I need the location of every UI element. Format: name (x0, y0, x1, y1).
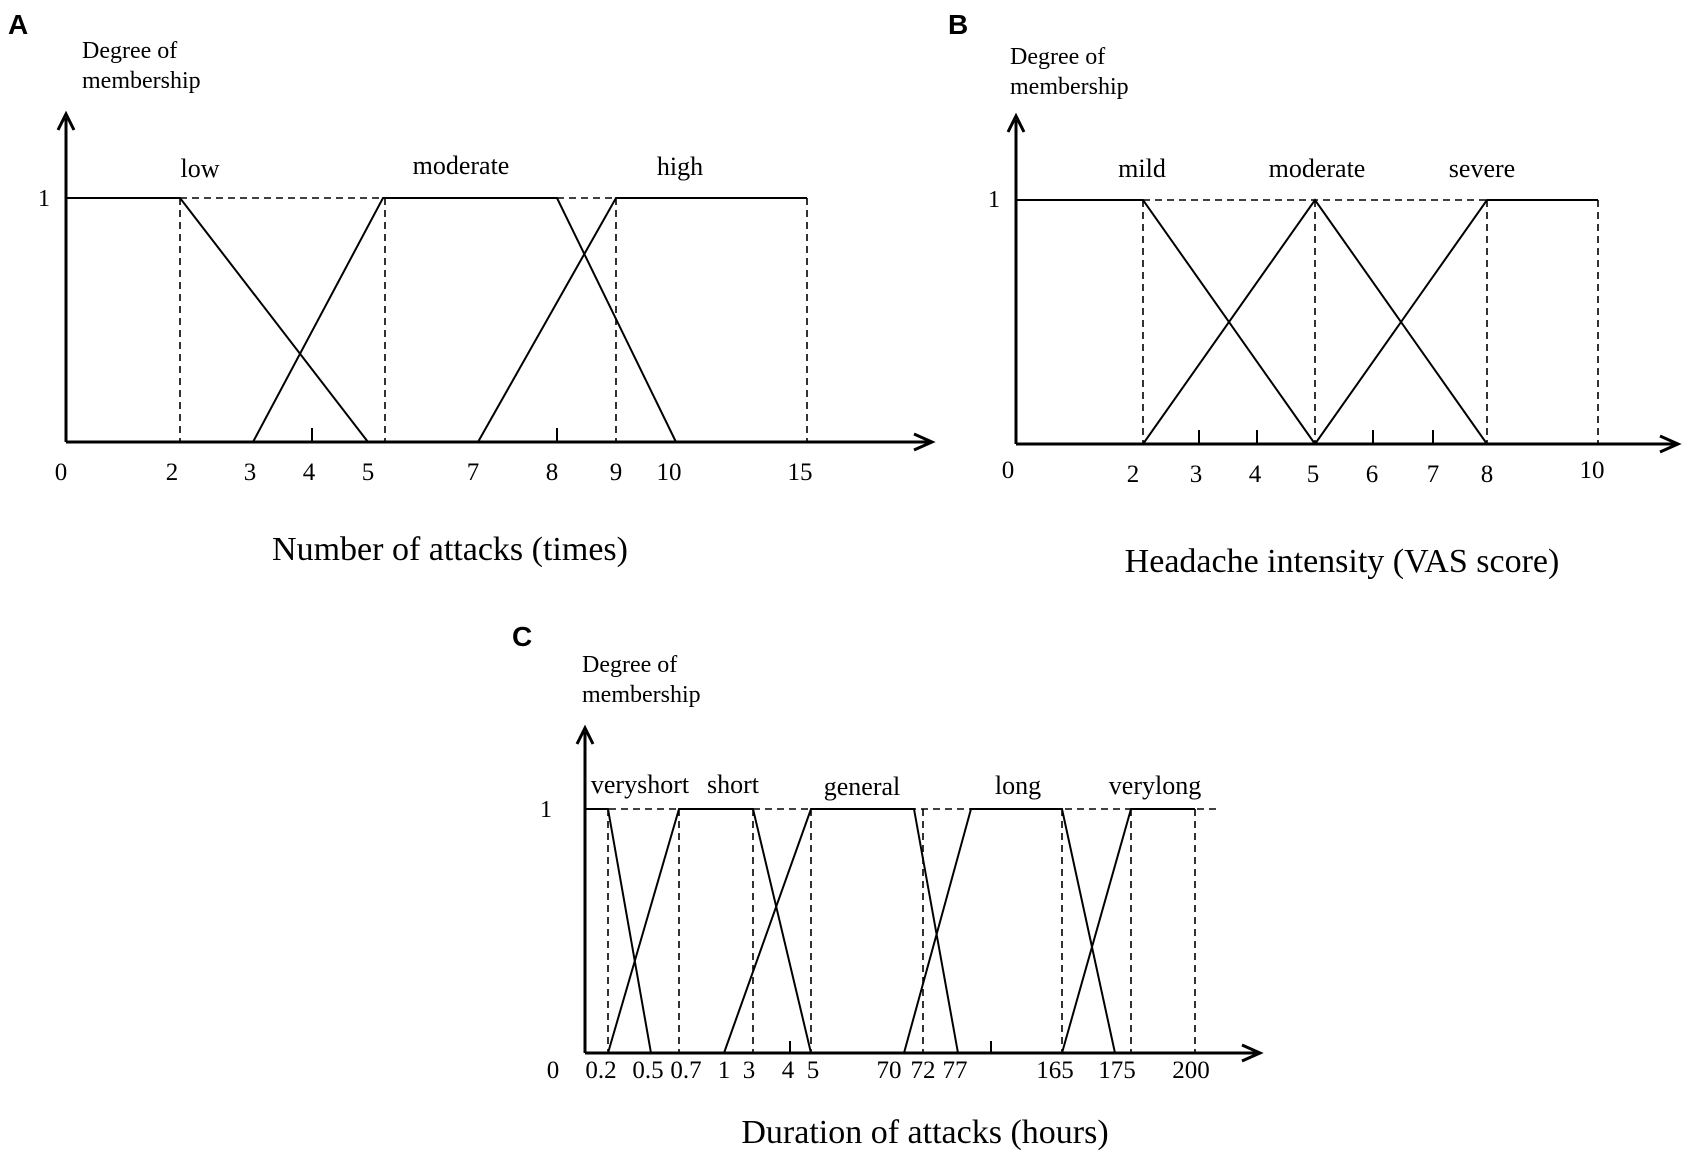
panel-c-y-one-label: 1 (540, 797, 552, 823)
panel-c-tick-label: 165 (1036, 1057, 1074, 1084)
panel-b-x-axis-arrow (1659, 434, 1682, 454)
panel-c-tick-label: 3 (743, 1057, 756, 1084)
panel-c: C Degree of membership 1 0 0.2 0.5 0.7 1… (512, 621, 1264, 1151)
panel-a-tick-label: 15 (788, 459, 813, 486)
panel-a-x-axis-arrow (913, 432, 936, 452)
panel-a-y-one-label: 1 (38, 186, 50, 212)
panel-a-tick-label: 3 (244, 459, 257, 486)
panel-c-x-axis-arrow (1241, 1043, 1264, 1063)
panel-c-term-label: veryshort (591, 770, 690, 799)
panel-a: A Degree of membership 1 0 2 3 4 5 7 8 9… (8, 9, 936, 568)
panel-c-ylabel-line1: Degree of (582, 652, 677, 678)
panel-a-term-label: moderate (413, 151, 510, 180)
panel-c-tick-label: 1 (718, 1057, 731, 1084)
panel-c-term-verylong-curve (1061, 808, 1195, 1054)
panel-a-tick-label: 10 (657, 459, 682, 486)
panel-b-term-mild-curve (1016, 199, 1316, 445)
panel-c-label: C (512, 621, 532, 652)
panel-a-term-label: low (181, 154, 220, 183)
panel-b-tick-label: 2 (1127, 461, 1140, 488)
panel-c-tick-label: 70 (877, 1057, 902, 1084)
panel-b-term-label: moderate (1269, 154, 1366, 183)
panel-c-tick-label: 0.2 (585, 1057, 616, 1084)
panel-c-tick-label: 5 (807, 1057, 820, 1084)
panel-a-term-moderate-curve (252, 197, 677, 443)
panel-c-term-label: long (995, 771, 1041, 800)
panel-c-x-axis-title: Duration of attacks (hours) (741, 1114, 1108, 1151)
panel-c-y-axis-arrow (575, 724, 595, 745)
panel-b-tick-label: 4 (1249, 461, 1262, 488)
panel-a-tick-label: 5 (362, 459, 375, 486)
panel-b-y-one-label: 1 (988, 187, 1000, 213)
panel-a-x-axis-title: Number of attacks (times) (272, 531, 628, 568)
panel-a-term-low-curve (66, 197, 369, 443)
panel-c-tick-label: 72 (911, 1057, 936, 1084)
panel-a-ylabel-line2: membership (82, 68, 201, 94)
panel-b-ylabel-line2: membership (1010, 74, 1129, 100)
panel-a-origin-label: 0 (55, 459, 68, 486)
panel-b-tick-label: 10 (1580, 457, 1605, 484)
panel-c-term-label: verylong (1109, 771, 1201, 800)
panel-c-tick-label: 200 (1172, 1057, 1210, 1084)
panel-c-tick-label: 175 (1098, 1057, 1136, 1084)
panel-b-tick-label: 7 (1427, 461, 1440, 488)
panel-a-tick-label: 9 (610, 459, 623, 486)
panel-b: B Degree of membership 1 0 2 3 4 5 6 7 8… (948, 9, 1682, 580)
panel-b-term-label: severe (1449, 154, 1515, 183)
panel-a-term-label: high (657, 152, 703, 181)
panel-b-origin-label: 0 (1002, 457, 1015, 484)
panel-c-origin-label: 0 (547, 1057, 560, 1084)
panel-c-tick-label: 4 (782, 1057, 795, 1084)
panel-c-tick-label: 77 (943, 1057, 968, 1084)
panel-b-y-axis-arrow (1006, 112, 1026, 133)
panel-b-term-severe-curve (1314, 199, 1598, 445)
panel-a-tick-label: 7 (467, 459, 480, 486)
panel-b-tick-label: 6 (1366, 461, 1379, 488)
panel-c-ylabel-line2: membership (582, 682, 701, 708)
panel-a-tick-label: 4 (303, 459, 316, 486)
panel-a-ylabel-line1: Degree of (82, 38, 177, 64)
panel-a-tick-label: 2 (166, 459, 179, 486)
panel-b-term-label: mild (1118, 154, 1166, 183)
panel-c-term-long-curve (903, 808, 1116, 1054)
panel-a-term-high-curve (477, 197, 807, 443)
panel-b-ylabel-line1: Degree of (1010, 44, 1105, 70)
panel-b-label: B (948, 9, 968, 40)
panel-a-label: A (8, 9, 28, 40)
panel-b-tick-label: 3 (1190, 461, 1203, 488)
panel-c-tick-label: 0.7 (670, 1057, 701, 1084)
panel-c-term-label: short (707, 770, 760, 799)
panel-a-tick-label: 8 (546, 459, 559, 486)
panel-c-tick-label: 0.5 (632, 1057, 663, 1084)
panel-c-term-short-curve (607, 808, 812, 1054)
panel-b-x-axis-title: Headache intensity (VAS score) (1125, 543, 1560, 580)
panel-c-term-label: general (824, 772, 901, 801)
panel-a-y-axis-arrow (56, 110, 76, 131)
panel-b-tick-label: 8 (1481, 461, 1494, 488)
panel-b-tick-label: 5 (1307, 461, 1320, 488)
